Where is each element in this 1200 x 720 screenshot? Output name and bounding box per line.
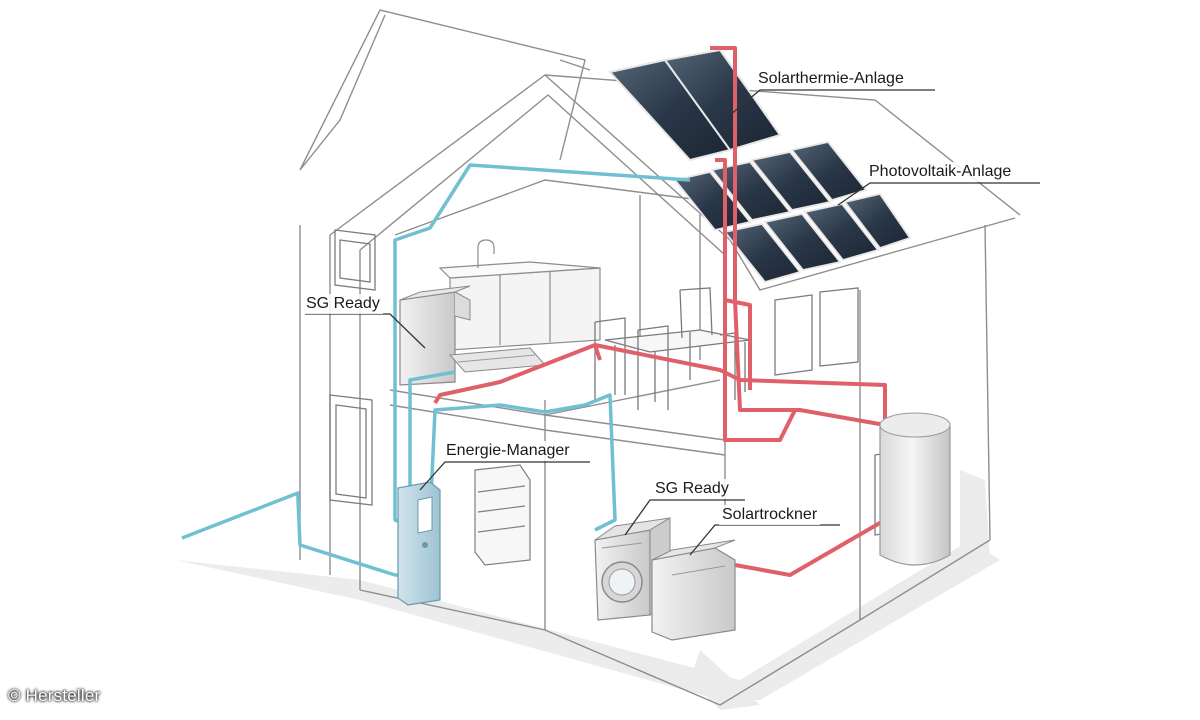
- label-sg-ready-kitchen: SG Ready: [303, 294, 383, 314]
- shelf-rack: [474, 464, 531, 566]
- label-photovoltaik: Photovoltaik-Anlage: [866, 162, 1015, 182]
- photovoltaic-panels: [673, 140, 912, 284]
- windows: [329, 229, 906, 536]
- label-solartrockner: Solartrockner: [719, 505, 821, 525]
- label-energie-manager: Energie-Manager: [443, 441, 573, 461]
- blue-pipes: [181, 163, 691, 577]
- energie-manager-device: [397, 481, 441, 606]
- image-credit: © Hersteller: [8, 686, 101, 705]
- solar-dryer: [651, 539, 736, 641]
- solar-thermal-panels: [608, 48, 782, 162]
- label-sg-ready-laundry: SG Ready: [652, 479, 732, 499]
- kitchen: [438, 239, 601, 351]
- storage-tank: [879, 412, 951, 566]
- red-pipes: [433, 46, 887, 577]
- dishwasher: [399, 285, 547, 386]
- label-solarthermie: Solarthermie-Anlage: [755, 69, 907, 89]
- label-leader-lines: [305, 89, 1040, 556]
